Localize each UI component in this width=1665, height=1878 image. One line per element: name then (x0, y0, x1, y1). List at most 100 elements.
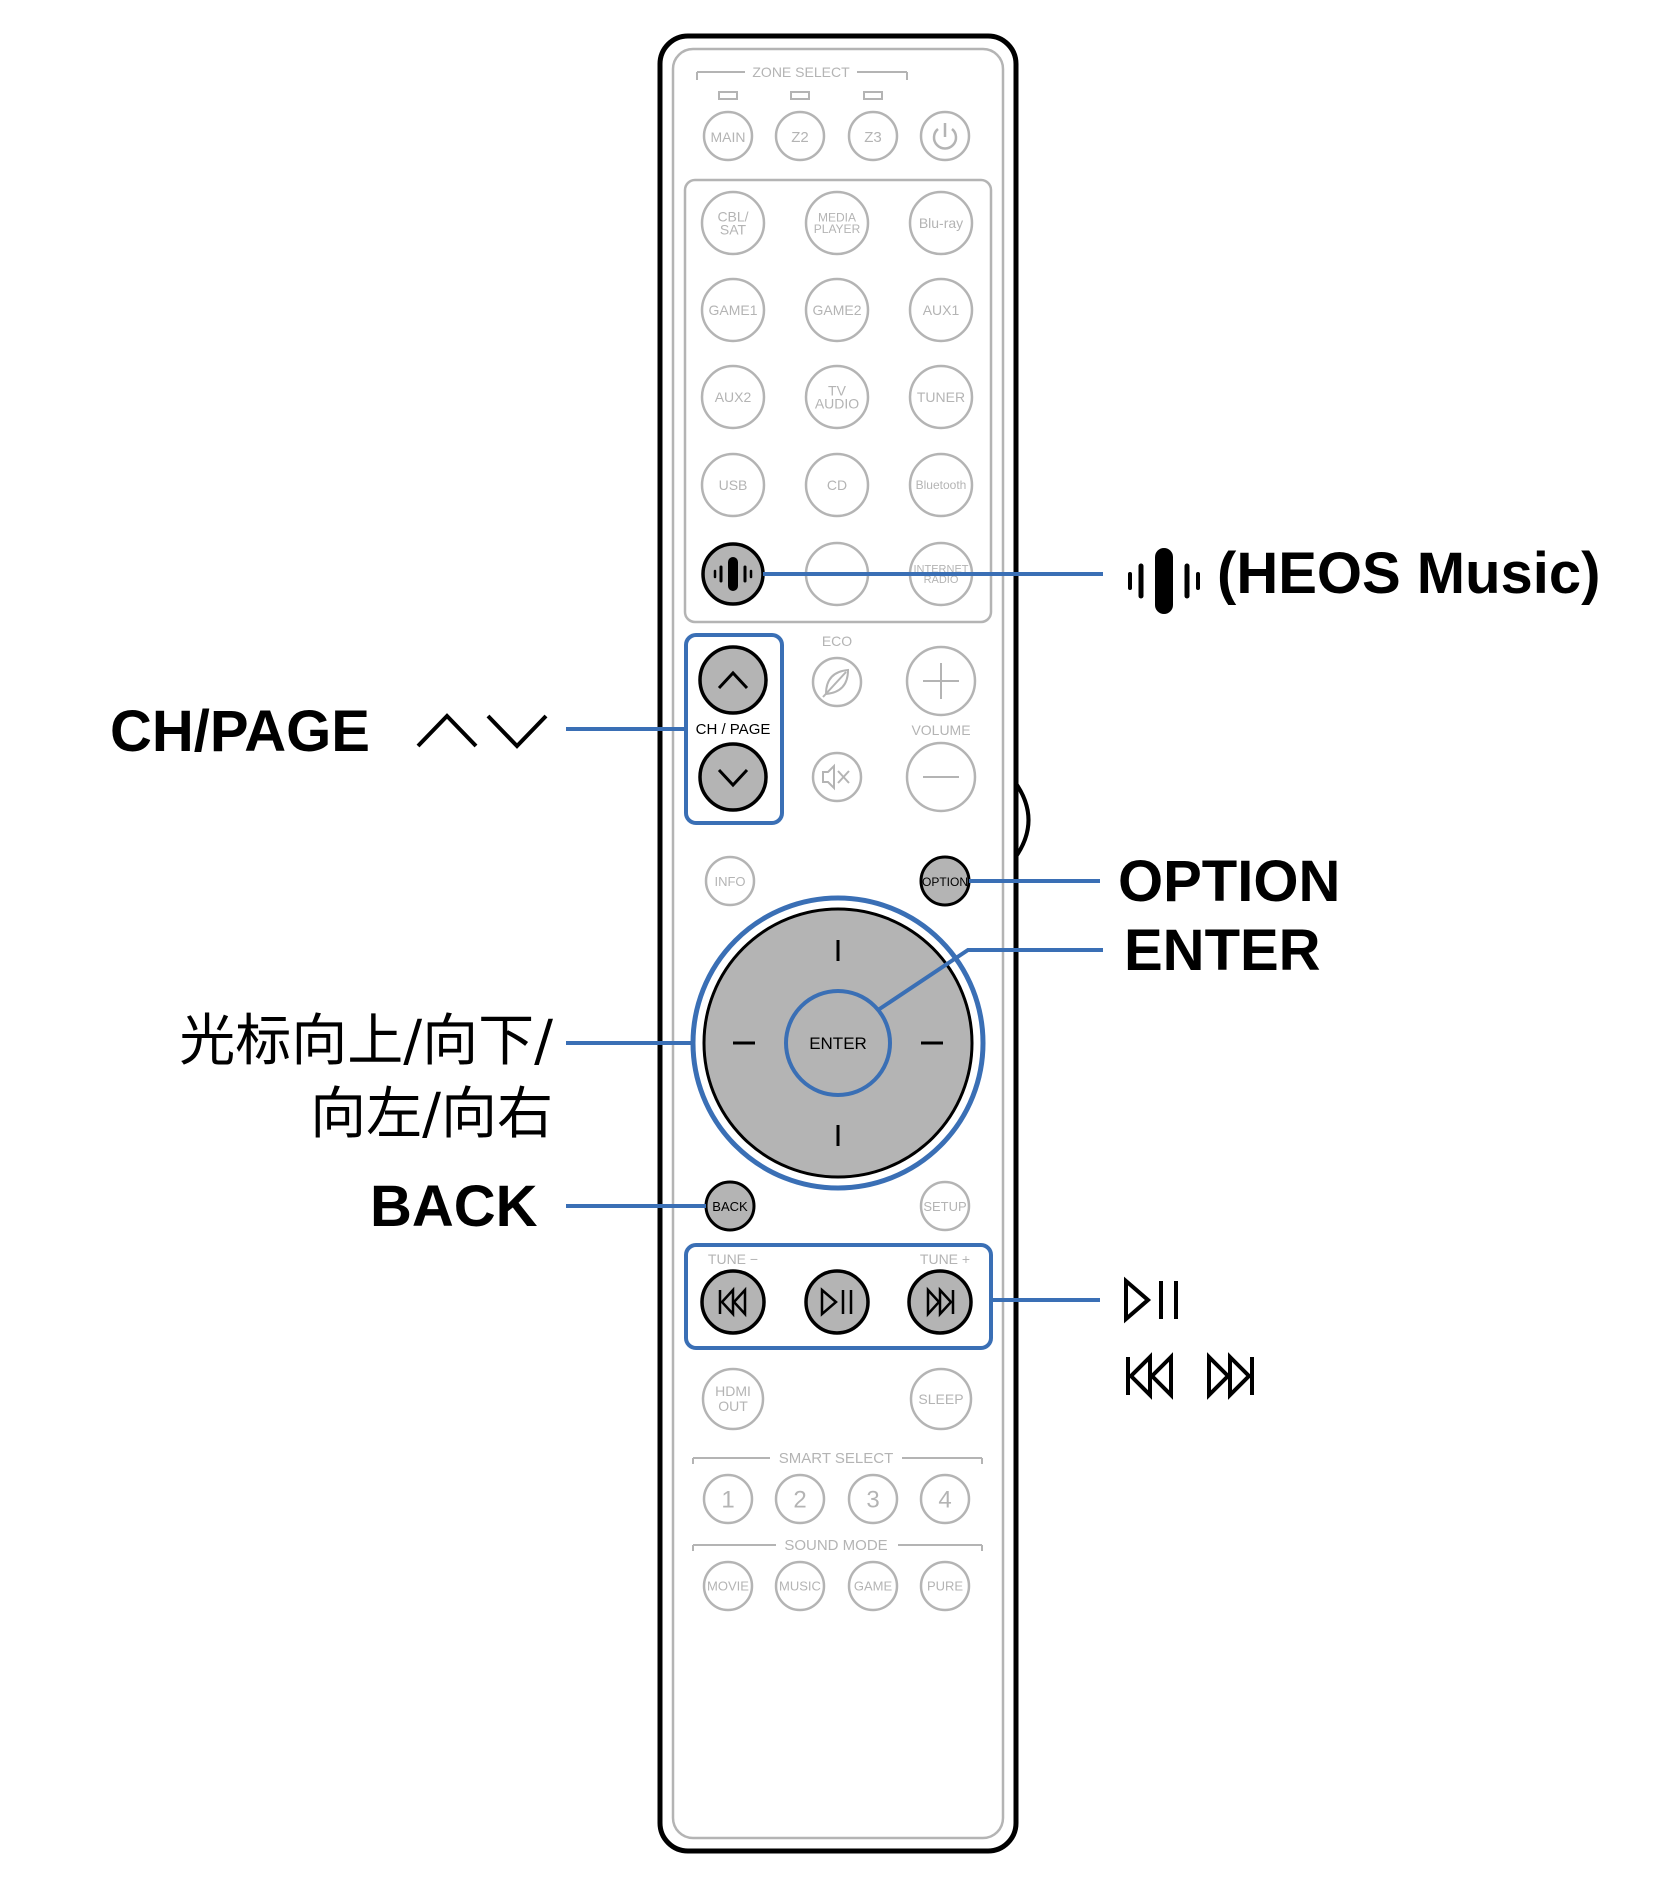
eco-label: ECO (822, 633, 852, 649)
skip-forward-button[interactable] (907, 1269, 973, 1335)
sound-mode-button-music-label: MUSIC (779, 1579, 821, 1594)
heos-callout-label: (HEOS Music) (1217, 541, 1601, 606)
source-button-cbl-sat-label: SAT (720, 222, 747, 238)
zone-select-label: ZONE SELECT (752, 64, 850, 80)
source-button-blu-ray[interactable]: Blu-ray (908, 190, 974, 256)
cursor-callout-label-line2: 向左/向右 (310, 1082, 553, 1147)
smart-select-button-2-label: 2 (793, 1486, 806, 1513)
source-button-cd[interactable]: CD (804, 452, 870, 518)
source-button-bluetooth-label: Bluetooth (916, 478, 967, 492)
source-button-media-player-label: MEDIA (818, 211, 856, 225)
chevron-down-icon (717, 768, 749, 788)
back-callout-label: BACK (370, 1174, 538, 1239)
source-button-internet-radio-label: RADIO (924, 574, 959, 586)
sound-mode-button-pure-label: PURE (927, 1579, 963, 1594)
source-button-game1[interactable]: GAME1 (700, 277, 766, 343)
power-button[interactable] (919, 110, 971, 162)
sound-mode-button-game[interactable]: GAME (847, 1560, 899, 1612)
source-button-usb[interactable]: USB (700, 452, 766, 518)
source-button-aux2-label: AUX2 (715, 389, 752, 405)
smart-select-buttons: 1 2 3 4 (702, 1473, 971, 1525)
skip-back-icon (718, 1286, 747, 1318)
svg-text:ENTER: ENTER (809, 1034, 867, 1053)
heos-music-button[interactable] (701, 542, 765, 606)
source-button-cbl-sat-label: CBL/ (717, 208, 748, 224)
smart-select-button-1-label: 1 (721, 1486, 734, 1513)
smart-select-button-4-label: 4 (938, 1486, 951, 1513)
source-button-aux2[interactable]: AUX2 (700, 364, 766, 430)
tune-minus-label: TUNE − (708, 1251, 758, 1267)
svg-text:Z3: Z3 (864, 129, 882, 146)
leaf-icon (822, 668, 850, 698)
plus-icon (923, 663, 959, 699)
info-button[interactable]: INFO (704, 855, 756, 907)
source-button-tuner[interactable]: TUNER (908, 364, 974, 430)
source-button-cbl-sat[interactable]: CBL/SAT (700, 190, 766, 256)
smart-select-button-1[interactable]: 1 (702, 1473, 754, 1525)
svg-text:BACK: BACK (712, 1199, 748, 1214)
zone-main-button[interactable]: MAIN (702, 110, 754, 162)
source-button-usb-label: USB (719, 477, 748, 493)
enter-button[interactable]: ENTER (784, 989, 892, 1097)
sound-mode-button-movie[interactable]: MOVIE (702, 1560, 754, 1612)
cursor-pad[interactable] (690, 895, 986, 1191)
sound-mode-button-pure[interactable]: PURE (919, 1560, 971, 1612)
source-button-aux1-label: AUX1 (923, 302, 960, 318)
sound-mode-section: SOUND MODE (692, 1537, 983, 1554)
play-pause-button[interactable] (804, 1269, 870, 1335)
sleep-button[interactable]: SLEEP (909, 1367, 973, 1431)
option-button[interactable]: OPTION (919, 855, 971, 907)
option-callout-label: OPTION (1118, 849, 1341, 914)
zone-z2-button[interactable]: Z2 (774, 110, 826, 162)
smart-select-button-4[interactable]: 4 (919, 1473, 971, 1525)
zone-select-section: ZONE SELECT (696, 64, 908, 100)
ch-page-up-button[interactable] (698, 645, 768, 715)
source-button-media-player-label: PLAYER (814, 222, 861, 236)
play-pause-icon (820, 1287, 853, 1317)
chevron-up-down-icons (416, 713, 548, 749)
source-panel (683, 178, 993, 624)
source-button-tv-audio-label: TV (828, 382, 847, 398)
mute-button[interactable] (811, 751, 863, 803)
smart-select-label: SMART SELECT (779, 1450, 893, 1467)
source-button-aux1[interactable]: AUX1 (908, 277, 974, 343)
source-button-game2[interactable]: GAME2 (804, 277, 870, 343)
hdmi-out-button[interactable]: HDMI OUT (701, 1367, 765, 1431)
sound-mode-button-movie-label: MOVIE (707, 1579, 749, 1594)
sound-mode-buttons: MOVIE MUSIC GAME PURE (702, 1560, 971, 1612)
volume-up-button[interactable] (905, 645, 977, 717)
volume-down-button[interactable] (905, 741, 977, 813)
cursor-callout-label-line1: 光标向上/向下/ (179, 1009, 553, 1074)
source-button-tv-audio-label: AUDIO (815, 396, 859, 412)
svg-text:HDMI: HDMI (715, 1383, 751, 1399)
sound-mode-button-music[interactable]: MUSIC (774, 1560, 826, 1612)
svg-text:MAIN: MAIN (711, 129, 746, 145)
sound-mode-button-game-label: GAME (854, 1579, 893, 1594)
smart-select-button-3[interactable]: 3 (847, 1473, 899, 1525)
smart-select-section: SMART SELECT (692, 1450, 983, 1467)
svg-text:OUT: OUT (718, 1398, 748, 1414)
smart-select-button-3-label: 3 (866, 1486, 879, 1513)
power-icon (932, 123, 958, 150)
ch-page-label: CH / PAGE (696, 721, 771, 738)
svg-text:INFO: INFO (714, 874, 745, 889)
skip-back-button[interactable] (700, 1269, 766, 1335)
setup-button[interactable]: SETUP (919, 1180, 971, 1232)
zone-z3-button[interactable]: Z3 (847, 110, 899, 162)
source-button-bluetooth[interactable]: Bluetooth (908, 452, 974, 518)
back-button[interactable]: BACK (704, 1180, 756, 1232)
enter-callout-label: ENTER (1124, 918, 1321, 983)
eco-button[interactable] (811, 656, 863, 708)
tune-plus-label: TUNE + (920, 1251, 970, 1267)
ch-page-down-button[interactable] (698, 742, 768, 812)
enter-callout-line (876, 948, 1103, 1012)
heos-icon (713, 557, 753, 591)
smart-select-button-2[interactable]: 2 (774, 1473, 826, 1525)
play-pause-icon (1124, 1276, 1178, 1324)
source-button-tuner-label: TUNER (917, 389, 965, 405)
svg-text:OPTION: OPTION (922, 875, 968, 889)
svg-text:SETUP: SETUP (923, 1199, 966, 1214)
